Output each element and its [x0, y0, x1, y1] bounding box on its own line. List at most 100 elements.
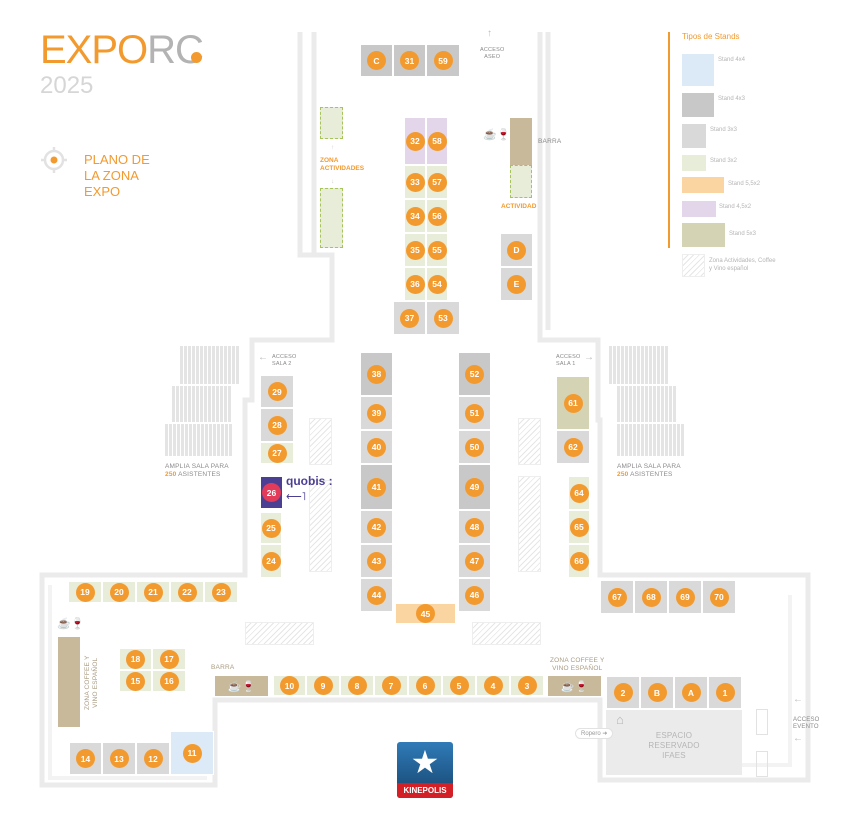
stand-42[interactable]: 42: [360, 510, 393, 544]
stand-9[interactable]: 9: [306, 675, 340, 696]
stand-number: 18: [126, 649, 145, 669]
stand-10[interactable]: 10: [273, 675, 306, 696]
stand-16[interactable]: 16: [152, 670, 186, 692]
stand-1[interactable]: 1: [708, 676, 742, 709]
stand-56[interactable]: 56: [426, 199, 448, 233]
stand-28[interactable]: 28: [260, 408, 294, 442]
stand-14[interactable]: 14: [69, 742, 102, 775]
stand-19[interactable]: 19: [68, 581, 102, 603]
stand-70[interactable]: 70: [702, 580, 736, 614]
activity-zone: [320, 188, 343, 248]
stand-46[interactable]: 46: [458, 578, 491, 612]
title-dot: [191, 52, 202, 63]
stand-22[interactable]: 22: [170, 581, 204, 603]
stand-number: 5: [449, 676, 469, 695]
stand-11[interactable]: 11: [170, 731, 214, 775]
capacity-count: 250: [617, 471, 629, 478]
stand-33[interactable]: 33: [404, 165, 426, 199]
hatched-zone: [309, 480, 332, 572]
stand-35[interactable]: 35: [404, 233, 426, 267]
stand-59[interactable]: 59: [426, 44, 460, 77]
legend-label: Stand 4x4: [718, 57, 746, 63]
stand-48[interactable]: 48: [458, 510, 491, 544]
stand-17[interactable]: 17: [152, 648, 186, 670]
stand-43[interactable]: 43: [360, 544, 393, 578]
stand-number: 8: [347, 676, 367, 695]
stand-66[interactable]: 66: [568, 544, 590, 578]
stand-41[interactable]: 41: [360, 464, 393, 510]
stand-3[interactable]: 3: [510, 675, 544, 696]
stand-A[interactable]: A: [674, 676, 708, 709]
stand-number: D: [507, 240, 526, 260]
legend-swatch-hatched: [682, 254, 705, 277]
stand-number: 51: [465, 403, 484, 423]
stand-61[interactable]: 61: [556, 376, 590, 430]
legend-label: Stand 5,5x2: [728, 181, 761, 187]
stand-24[interactable]: 24: [260, 544, 282, 578]
stand-number: 6: [415, 676, 435, 695]
stand-47[interactable]: 47: [458, 544, 491, 578]
stand-68[interactable]: 68: [634, 580, 668, 614]
stand-5[interactable]: 5: [442, 675, 476, 696]
stand-31[interactable]: 31: [393, 44, 426, 77]
actividad-label: ACTIVIDAD: [501, 203, 537, 210]
stand-21[interactable]: 21: [136, 581, 170, 603]
stand-62[interactable]: 62: [556, 430, 590, 464]
stand-67[interactable]: 67: [600, 580, 634, 614]
stand-36[interactable]: 36: [404, 267, 426, 301]
stand-58[interactable]: 58: [426, 117, 448, 165]
stand-23[interactable]: 23: [204, 581, 238, 603]
stand-29[interactable]: 29: [260, 375, 294, 408]
stand-64[interactable]: 64: [568, 476, 590, 510]
label-line: ACCESO: [272, 354, 297, 360]
stand-6[interactable]: 6: [408, 675, 442, 696]
stand-52[interactable]: 52: [458, 352, 491, 396]
stand-15[interactable]: 15: [119, 670, 152, 692]
stand-26[interactable]: 26: [260, 476, 283, 509]
stand-45[interactable]: 45: [395, 603, 456, 624]
hatched-zone: [245, 622, 314, 645]
stand-69[interactable]: 69: [668, 580, 702, 614]
stand-C[interactable]: C: [360, 44, 393, 77]
stand-number: 61: [563, 393, 583, 413]
stand-34[interactable]: 34: [404, 199, 426, 233]
legend-label: Stand 5x3: [729, 231, 757, 237]
stand-25[interactable]: 25: [260, 512, 282, 544]
stand-40[interactable]: 40: [360, 430, 393, 464]
stand-51[interactable]: 51: [458, 396, 491, 430]
stand-57[interactable]: 57: [426, 165, 448, 199]
stand-50[interactable]: 50: [458, 430, 491, 464]
stand-49[interactable]: 49: [458, 464, 491, 510]
stand-20[interactable]: 20: [102, 581, 136, 603]
stand-38[interactable]: 38: [360, 352, 393, 396]
stand-number: 28: [267, 415, 287, 435]
stand-55[interactable]: 55: [426, 233, 448, 267]
stand-32[interactable]: 32: [404, 117, 426, 165]
stand-number: 2: [613, 683, 633, 702]
stand-12[interactable]: 12: [136, 742, 170, 775]
stand-37[interactable]: 37: [393, 301, 426, 335]
stand-53[interactable]: 53: [426, 301, 460, 335]
stand-65[interactable]: 65: [568, 510, 590, 544]
stand-8[interactable]: 8: [340, 675, 374, 696]
stand-4[interactable]: 4: [476, 675, 510, 696]
title-expo: EXPO: [40, 28, 148, 72]
stand-13[interactable]: 13: [102, 742, 136, 775]
stand-39[interactable]: 39: [360, 396, 393, 430]
stand-54[interactable]: 54: [426, 267, 448, 301]
stand-D[interactable]: D: [500, 233, 533, 267]
stand-number: 41: [367, 477, 386, 497]
stand-2[interactable]: 2: [606, 676, 640, 709]
legend-title: Tipos de Stands: [682, 32, 740, 41]
stand-7[interactable]: 7: [374, 675, 408, 696]
stand-E[interactable]: E: [500, 267, 533, 301]
stand-number: 24: [261, 551, 281, 571]
stand-27[interactable]: 27: [260, 442, 294, 464]
stand-44[interactable]: 44: [360, 578, 393, 612]
stand-number: 35: [405, 240, 425, 260]
stand-18[interactable]: 18: [119, 648, 152, 670]
stand-B[interactable]: B: [640, 676, 674, 709]
stand-number: 54: [427, 274, 447, 294]
